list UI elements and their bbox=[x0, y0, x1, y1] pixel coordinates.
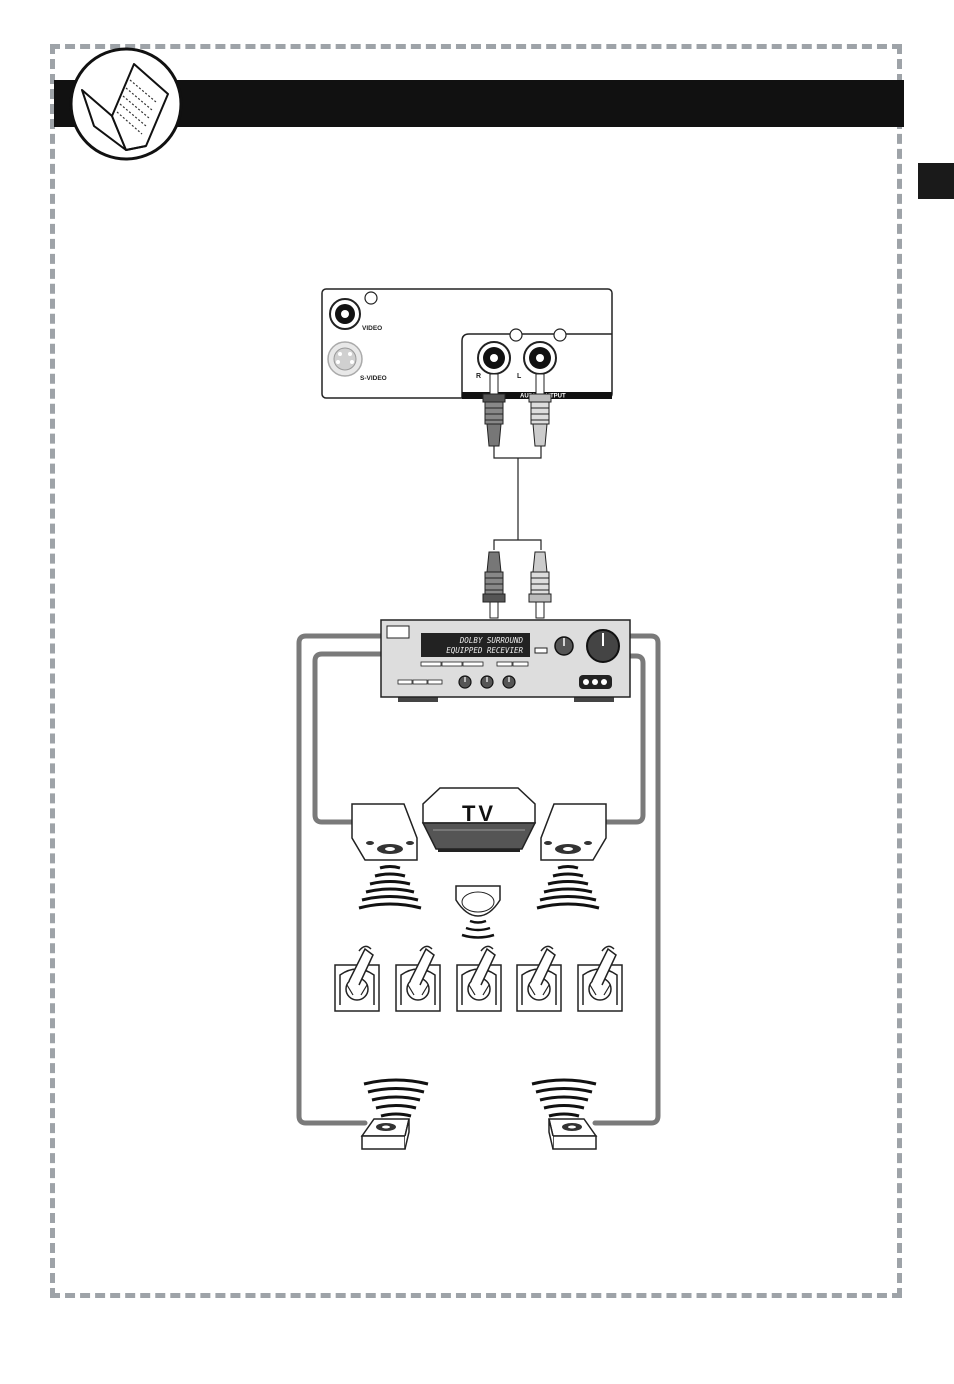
front-right-sound-waves bbox=[537, 867, 599, 909]
listener-5 bbox=[578, 946, 622, 1011]
listener-3 bbox=[457, 946, 501, 1011]
listener-4 bbox=[517, 946, 561, 1011]
audio-left-label: L bbox=[517, 373, 522, 380]
receiver-display-line2: EQUIPPED RECEVIER bbox=[446, 646, 523, 655]
video-jack bbox=[330, 299, 360, 329]
volume-knob bbox=[587, 630, 619, 662]
rear-left-speaker bbox=[362, 1119, 409, 1149]
rca-plug-left-lower bbox=[529, 552, 551, 618]
video-label: VIDEO bbox=[362, 325, 382, 332]
s-video-label: S-VIDEO bbox=[360, 375, 387, 382]
receiver-display-line1: DOLBY SURROUND bbox=[459, 636, 524, 645]
rear-right-sound-waves bbox=[532, 1080, 596, 1116]
audio-cable bbox=[494, 446, 541, 550]
rear-left-sound-waves bbox=[364, 1080, 428, 1116]
dvd-rear-panel: VIDEO S-VIDEO R L AUDIO OUTPUT bbox=[322, 289, 612, 400]
audio-right-jack bbox=[478, 342, 510, 374]
speaker-cables bbox=[299, 636, 658, 1123]
center-speaker bbox=[456, 886, 500, 916]
center-sound-waves bbox=[462, 921, 494, 938]
listener-group bbox=[335, 946, 622, 1011]
audio-right-label: R bbox=[476, 373, 481, 380]
front-right-speaker bbox=[541, 804, 606, 860]
rca-plug-right-lower bbox=[483, 552, 505, 618]
television: TV bbox=[423, 788, 535, 852]
front-left-sound-waves bbox=[359, 867, 421, 909]
listener-1 bbox=[335, 946, 379, 1011]
audio-left-jack bbox=[524, 342, 556, 374]
listener-2 bbox=[396, 946, 440, 1011]
av-receiver: DOLBY SURROUND EQUIPPED RECEVIER bbox=[381, 620, 630, 702]
rear-right-speaker bbox=[549, 1119, 596, 1149]
s-video-jack bbox=[328, 342, 362, 376]
front-left-speaker bbox=[352, 804, 417, 860]
tuning-knob bbox=[555, 637, 573, 655]
